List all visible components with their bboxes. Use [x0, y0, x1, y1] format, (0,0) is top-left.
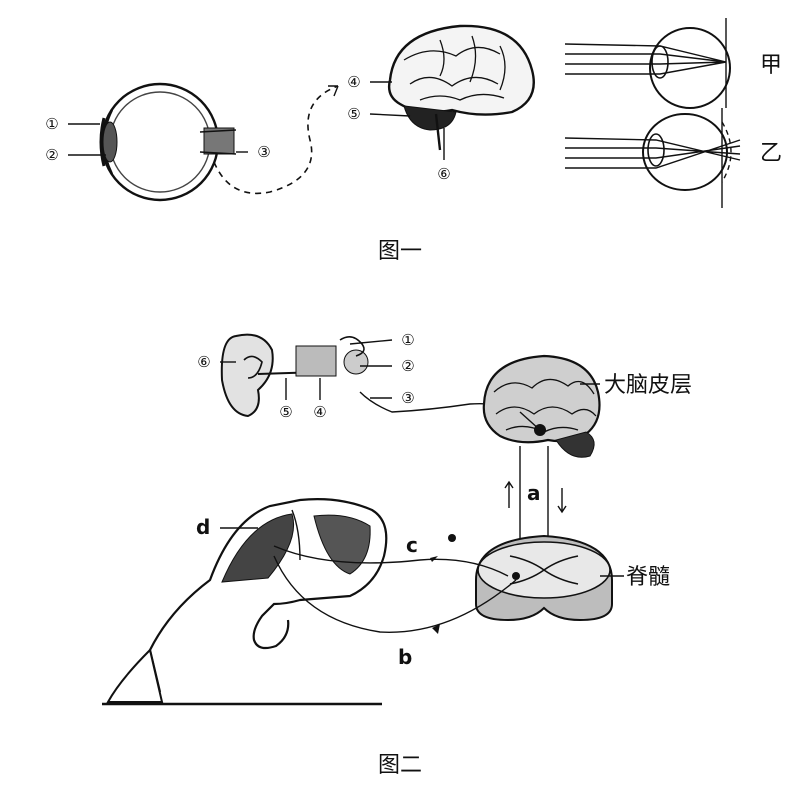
- lens-label-yi: 乙: [760, 141, 782, 166]
- spinal-label: 脊髓: [626, 565, 670, 590]
- cortex-label: 大脑皮层: [604, 373, 692, 398]
- pathway-letter-c: c: [406, 533, 418, 557]
- ear-label-2: ②: [401, 357, 414, 375]
- eye-label-3: ③: [257, 143, 270, 161]
- svg-text:④: ④: [313, 403, 326, 421]
- svg-text:③: ③: [257, 143, 270, 161]
- brain-label-6: ⑥: [437, 165, 450, 183]
- svg-text:⑥: ⑥: [437, 165, 450, 183]
- svg-text:⑥: ⑥: [197, 353, 210, 371]
- ear-label-3: ③: [401, 389, 414, 407]
- brain-label-5-leader: [370, 114, 410, 116]
- refraction-diagram-yi: [565, 108, 740, 208]
- svg-text:②: ②: [45, 146, 58, 164]
- pathway-letter-a: a: [527, 481, 541, 505]
- ear-label-4: ④: [313, 403, 326, 421]
- ganglion: [448, 534, 456, 542]
- eye-label-2: ②: [45, 146, 58, 164]
- eyeball-diagram: [101, 84, 236, 200]
- figure-2: ① ② ③ ④ ⑤ ⑥ 大脑皮层 a: [102, 331, 692, 778]
- refraction-diagram-jia: [565, 18, 730, 108]
- svg-text:④: ④: [347, 73, 360, 91]
- svg-text:③: ③: [401, 389, 414, 407]
- figure-2-caption: 图二: [378, 753, 422, 778]
- pathway-letter-d: d: [196, 515, 210, 539]
- eye-label-1: ①: [45, 115, 58, 133]
- brain-diagram: [389, 26, 534, 150]
- brain-label-5: ⑤: [347, 105, 360, 123]
- svg-text:⑤: ⑤: [347, 105, 360, 123]
- ear-label-6: ⑥: [197, 353, 210, 371]
- svg-text:②: ②: [401, 357, 414, 375]
- ear-label-1: ①: [401, 331, 414, 349]
- ear-diagram: [222, 335, 520, 416]
- spinal-cord-diagram: [476, 536, 612, 620]
- down-arrow: [558, 488, 566, 512]
- up-arrow: [505, 482, 513, 508]
- pathway-letter-b: b: [398, 645, 412, 669]
- svg-text:⑤: ⑤: [279, 403, 292, 421]
- figure-1-caption: 图一: [378, 239, 422, 264]
- figure-1: ① ② ③ ④ ⑤ ⑥: [45, 18, 782, 264]
- svg-text:①: ①: [45, 115, 58, 133]
- runner-leg-diagram: [102, 499, 386, 704]
- lens-label-jia: 甲: [760, 53, 782, 78]
- sensory-nerve-c: [274, 546, 508, 576]
- ear-label-1-leader: [350, 340, 392, 344]
- svg-text:①: ①: [401, 331, 414, 349]
- ear-label-5: ⑤: [279, 403, 292, 421]
- brain-label-4: ④: [347, 73, 360, 91]
- cerebral-cortex-diagram: [484, 356, 600, 457]
